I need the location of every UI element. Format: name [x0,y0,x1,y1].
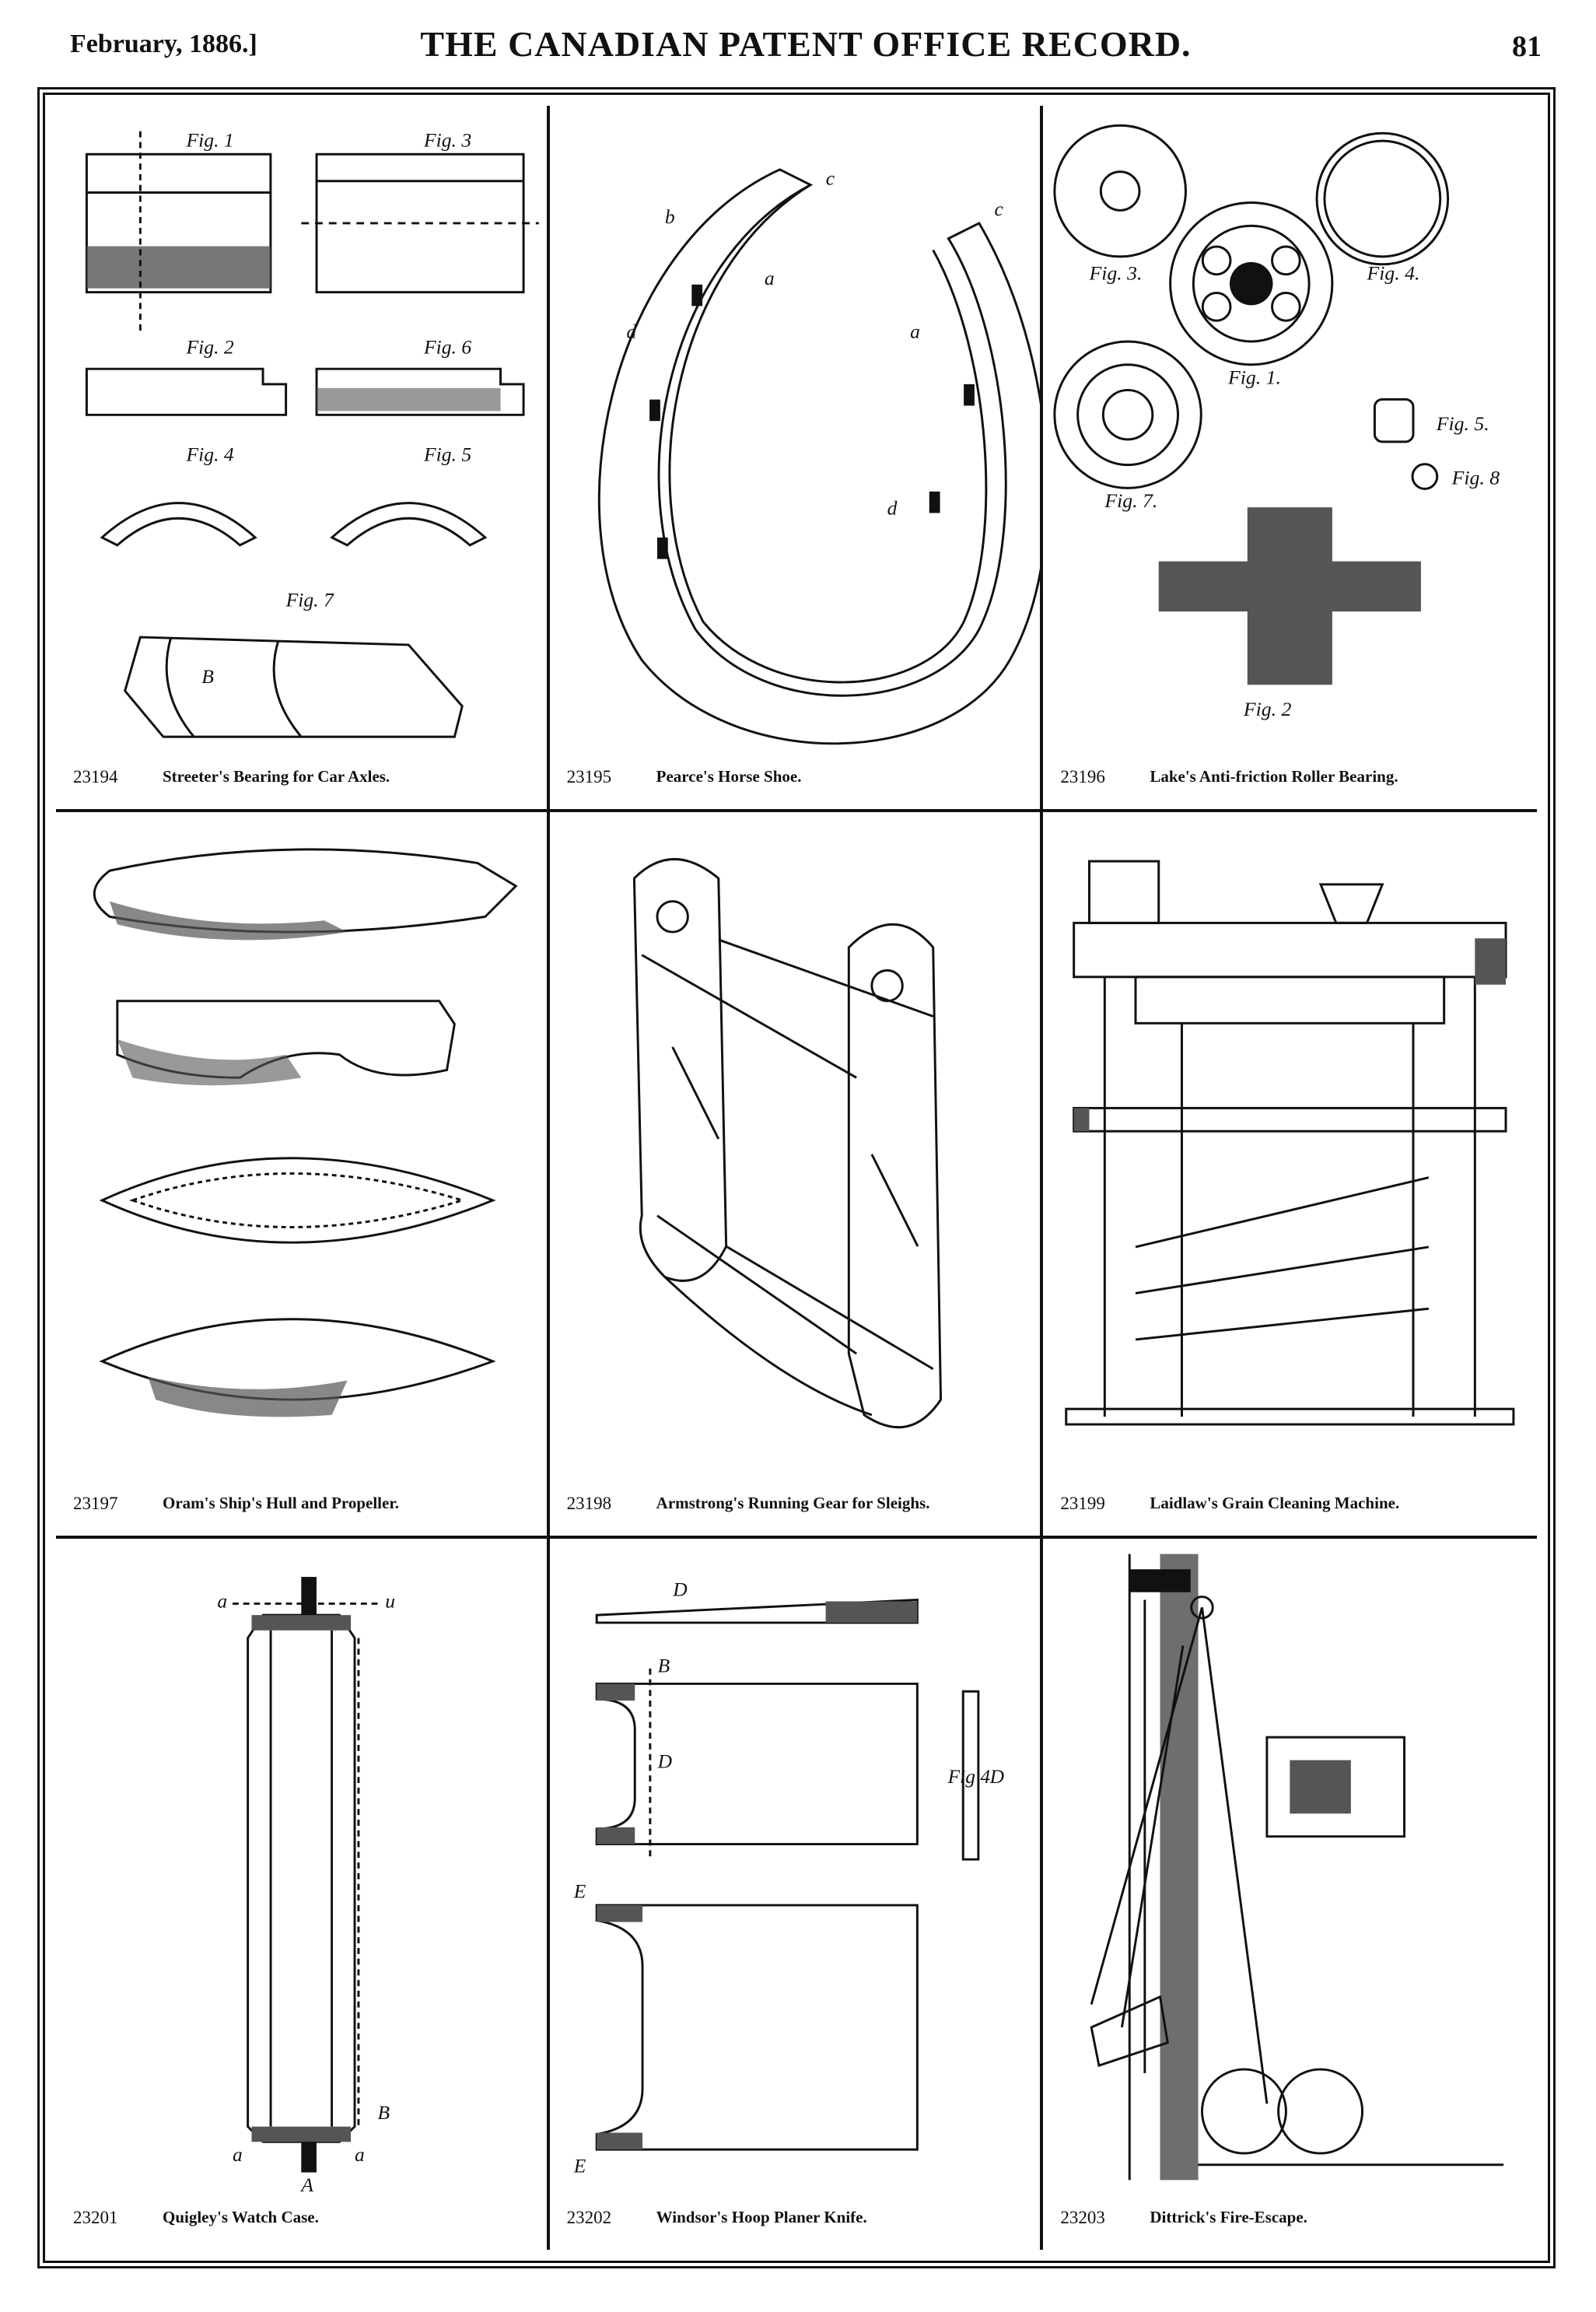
patent-number: 23195 [566,767,612,786]
roller-bearing-drawing-icon: Fig. 3. Fig. 4. Fig. 1. Fig. 7. Fig. 5. … [1053,124,1500,720]
patent-number: 23194 [73,767,118,786]
fig-label: E [572,2155,586,2177]
horse-shoe-drawing-icon: c c b a d d a [597,167,1041,745]
fig-label: B [377,2101,390,2124]
watch-case-drawing-icon: a u B a a A [217,1577,395,2195]
patent-title: Oram's Ship's Hull and Propeller. [163,1494,399,1512]
fig-label: Fig. 6 [423,335,471,358]
fig-label: Fig 4 [947,1765,990,1788]
ship-hull-drawing-icon [93,848,518,1417]
patent-cell-23201: a u B a a A 23201 Quigley's Watch Case. [56,1539,550,2250]
fig-label: a [765,267,775,289]
patent-title: Dittrick's Fire-Escape. [1150,2208,1307,2226]
fig-label: a [217,1589,227,1612]
patent-caption: 23201 Quigley's Watch Case. [73,2203,530,2233]
fig-label: Fig. 7 [285,589,334,611]
patent-caption: 23199 Laidlaw's Grain Cleaning Machine. [1060,1489,1520,1519]
fig-label: Fig. 8 [1451,466,1500,489]
fig-label: c [825,167,835,190]
fig-label: D [989,1765,1004,1788]
fig-label: Fig. 4. [1367,262,1420,285]
patent-cell-23197: 23197 Oram's Ship's Hull and Propeller. [56,812,550,1539]
patent-title: Lake's Anti-friction Roller Bearing. [1150,767,1398,786]
patent-caption: 23197 Oram's Ship's Hull and Propeller. [73,1489,530,1519]
patent-caption: 23202 Windsor's Hoop Planer Knife. [567,2203,1024,2233]
fig-label: D [656,1750,672,1772]
grain-machine-drawing-icon [1065,860,1515,1426]
fig-label: c [994,198,1003,220]
sleigh-gear-drawing-icon [632,857,942,1429]
fig-label: a [233,2143,243,2166]
patent-number: 23199 [1060,1494,1105,1513]
fig-label: B [201,665,214,688]
fig-label: a [355,2143,365,2166]
fig-label: Fig. 2 [1243,698,1292,720]
fig-label: Fig. 5 [423,443,471,465]
fig-label: Fig. 1. [1227,366,1281,388]
patent-plates-frame: Fig. 1 Fig. 3 Fig. 2 Fig. 6 Fig. 4 Fig. … [37,87,1556,2268]
patent-caption: 23196 Lake's Anti-friction Roller Bearin… [1060,762,1520,792]
patent-cell-23195: c c b a d d a 23195 Pearce's Horse Shoe. [549,106,1044,812]
patent-number: 23197 [73,1494,118,1513]
patent-title: Streeter's Bearing for Car Axles. [163,767,390,786]
fig-label: d [887,496,897,519]
patent-title: Laidlaw's Grain Cleaning Machine. [1150,1494,1400,1512]
patent-cell-23198: 23198 Armstrong's Running Gear for Sleig… [549,812,1044,1539]
fig-label: E [572,1879,586,1902]
patent-title: Quigley's Watch Case. [163,2208,319,2226]
fire-escape-drawing-icon [1090,1554,1504,2181]
issue-date: February, 1886.] [70,30,257,58]
patent-title: Windsor's Hoop Planer Knife. [656,2208,867,2226]
patent-number: 23203 [1060,2208,1105,2227]
fig-label: d [626,321,636,343]
patent-caption: 23195 Pearce's Horse Shoe. [567,762,1024,792]
page-header: February, 1886.] THE CANADIAN PATENT OFF… [70,23,1542,70]
patent-cell-23196: Fig. 3. Fig. 4. Fig. 1. Fig. 7. Fig. 5. … [1043,106,1537,812]
patent-title: Armstrong's Running Gear for Sleighs. [656,1494,930,1512]
fig-label: B [657,1655,670,1677]
patent-number: 23196 [1060,767,1105,786]
fig-label: A [299,2174,313,2195]
patent-caption: 23203 Dittrick's Fire-Escape. [1060,2203,1520,2233]
fig-label: a [910,321,920,343]
patent-caption: 23194 Streeter's Bearing for Car Axles. [73,762,530,792]
fig-label: u [385,1589,395,1612]
patent-number: 23201 [73,2208,118,2227]
planer-knife-drawing-icon: D B D Fig 4 D E E [572,1578,1004,2177]
patent-cell-23194: Fig. 1 Fig. 3 Fig. 2 Fig. 6 Fig. 4 Fig. … [56,106,550,812]
patent-title: Pearce's Horse Shoe. [656,767,802,786]
fig-label: b [664,205,674,228]
fig-label: Fig. 3. [1089,262,1143,285]
fig-label: Fig. 2 [186,335,234,358]
fig-label: Fig. 4 [186,443,234,465]
patent-cell-23202: D B D Fig 4 D E E 23202 Windsor's Hoop P… [550,1539,1044,2250]
axle-bearing-drawing-icon: Fig. 1 Fig. 3 Fig. 2 Fig. 6 Fig. 4 Fig. … [85,128,539,738]
patent-cell-23203: 23203 Dittrick's Fire-Escape. [1043,1539,1537,2250]
patent-grid: Fig. 1 Fig. 3 Fig. 2 Fig. 6 Fig. 4 Fig. … [56,106,1537,2250]
patent-number: 23202 [566,2208,612,2227]
fig-label: Fig. 5. [1436,412,1489,435]
patent-number: 23198 [566,1494,612,1513]
patent-cell-23199: 23199 Laidlaw's Grain Cleaning Machine. [1043,812,1537,1539]
fig-label: Fig. 7. [1104,489,1158,512]
fig-label: Fig. 3 [423,128,471,151]
fig-label: Fig. 1 [186,128,234,151]
patent-caption: 23198 Armstrong's Running Gear for Sleig… [567,1489,1024,1519]
fig-label: D [672,1578,688,1601]
page-number: 81 [1512,30,1542,63]
publication-title: THE CANADIAN PATENT OFFICE RECORD. [420,24,1192,64]
